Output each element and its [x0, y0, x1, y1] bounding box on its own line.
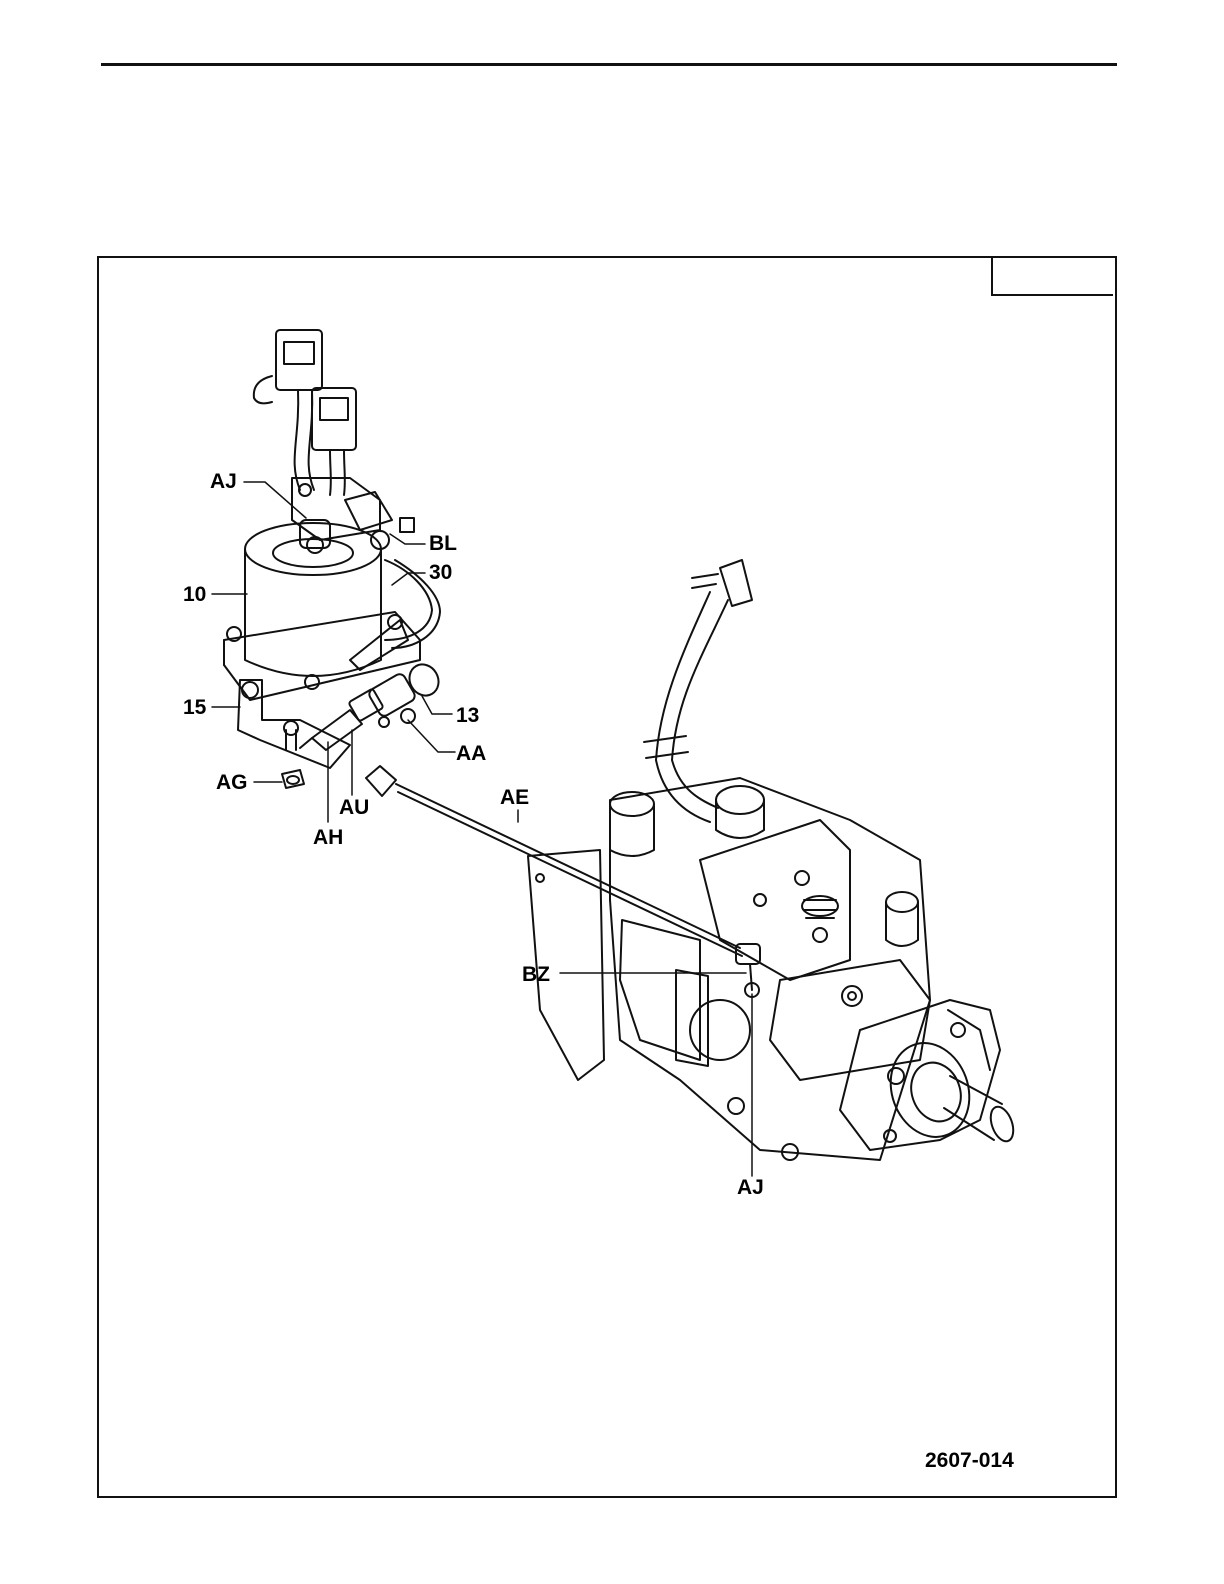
callout-13: 13 — [456, 705, 479, 726]
callout-aj-bottom: AJ — [737, 1177, 764, 1198]
mounting-bracket — [238, 680, 350, 788]
callout-bz: BZ — [522, 964, 550, 985]
callout-aa: AA — [456, 743, 486, 764]
harness-connectors — [254, 330, 356, 495]
injection-pump — [528, 778, 930, 1160]
callout-15: 15 — [183, 697, 206, 718]
leader-lines — [212, 482, 752, 1176]
control-rod — [366, 766, 742, 956]
solenoid-assembly — [224, 478, 440, 700]
callout-aj-top: AJ — [210, 471, 237, 492]
callout-ag: AG — [216, 772, 248, 793]
callout-30: 30 — [429, 562, 452, 583]
callout-bl: BL — [429, 533, 457, 554]
callout-ae: AE — [500, 787, 529, 808]
callout-10: 10 — [183, 584, 206, 605]
return-hose — [644, 560, 752, 822]
drive-flange — [840, 1000, 1018, 1150]
callout-ah: AH — [313, 827, 343, 848]
callout-au: AU — [339, 797, 369, 818]
figure-id: 2607-014 — [925, 1449, 1014, 1473]
